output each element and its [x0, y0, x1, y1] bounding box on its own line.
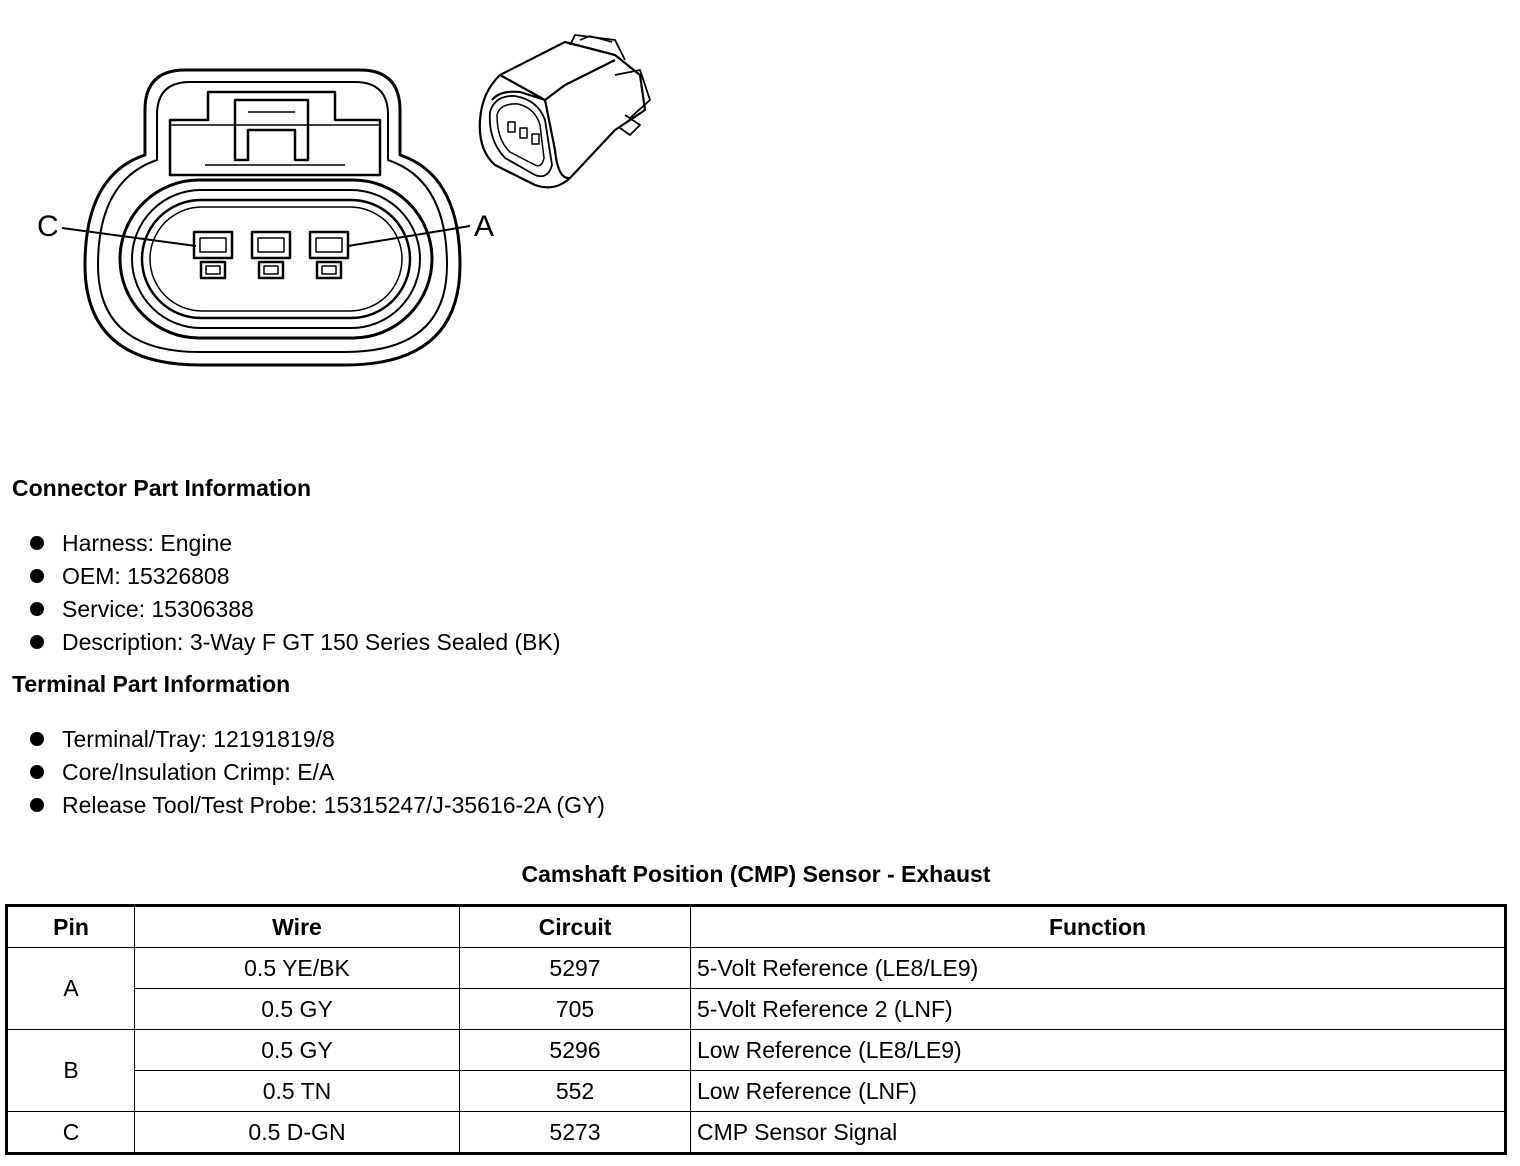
- table-row: A 0.5 YE/BK 5297 5-Volt Reference (LE8/L…: [6, 947, 1506, 1030]
- pin-label-c: C: [37, 210, 59, 243]
- latch-housing: [168, 90, 382, 177]
- connector-info-list: Harness: Engine OEM: 15326808 Service: 1…: [28, 527, 561, 659]
- function-cell: Low Reference (LNF): [690, 1070, 1506, 1112]
- function-cell: CMP Sensor Signal: [690, 1111, 1506, 1154]
- table-row: 0.5 GY 705 5-Volt Reference 2 (LNF): [7, 988, 1506, 1030]
- list-item: Service: 15306388: [28, 593, 561, 626]
- function-cell: 5-Volt Reference 2 (LNF): [690, 988, 1506, 1030]
- terminal-info-title: Terminal Part Information: [12, 671, 291, 697]
- function-cell: 5-Volt Reference (LE8/LE9): [690, 947, 1506, 989]
- wire-cell: 0.5 YE/BK: [134, 947, 460, 989]
- bullet-icon: [30, 569, 44, 583]
- table-row: B 0.5 GY 5296 Low Reference (LE8/LE9): [6, 1029, 1506, 1112]
- wire-cell: 0.5 TN: [134, 1070, 460, 1112]
- list-item: Release Tool/Test Probe: 15315247/J-3561…: [28, 789, 605, 822]
- header-wire: Wire: [134, 905, 460, 948]
- leader-line-c: [61, 227, 197, 247]
- table-title: Camshaft Position (CMP) Sensor - Exhaust: [521, 861, 991, 887]
- header-circuit: Circuit: [459, 905, 691, 948]
- header-function: Function: [690, 905, 1506, 948]
- terminal-cavity-c: [192, 230, 234, 280]
- bullet-icon: [30, 765, 44, 779]
- bullet-icon: [30, 635, 44, 649]
- circuit-cell: 552: [459, 1070, 691, 1112]
- pin-cell: C: [6, 1111, 135, 1154]
- circuit-cell: 5273: [459, 1111, 691, 1154]
- pinout-table: Pin Wire Circuit Function A 0.5 YE/BK 52…: [5, 904, 1507, 1155]
- connector-inner-outline: [97, 81, 448, 353]
- pin-cell: A: [6, 947, 135, 1030]
- wire-cell: 0.5 GY: [134, 1029, 460, 1071]
- circuit-cell: 705: [459, 988, 691, 1030]
- face-ring-mid: [131, 189, 421, 329]
- circuit-cell: 5296: [459, 1029, 691, 1071]
- terminal-cavity-b: [250, 230, 292, 280]
- terminal-info-list: Terminal/Tray: 12191819/8 Core/Insulatio…: [28, 723, 605, 822]
- face-ring-inner: [140, 198, 412, 320]
- face-ring-outer: [118, 178, 434, 340]
- bullet-icon: [30, 536, 44, 550]
- list-item: Description: 3-Way F GT 150 Series Seale…: [28, 626, 561, 659]
- connector-outer-outline: [83, 68, 462, 367]
- list-item: Harness: Engine: [28, 527, 561, 560]
- list-item: Terminal/Tray: 12191819/8: [28, 723, 605, 756]
- table-header-row: Pin Wire Circuit Function: [6, 905, 1506, 948]
- wire-cell: 0.5 GY: [134, 988, 460, 1030]
- connector-diagram: C A: [37, 34, 651, 367]
- latch-tab: [233, 98, 310, 162]
- list-item: OEM: 15326808: [28, 560, 561, 593]
- header-pin: Pin: [6, 905, 135, 948]
- pin-label-a: A: [474, 210, 494, 243]
- table-row: 0.5 TN 552 Low Reference (LNF): [7, 1070, 1506, 1112]
- circuit-cell: 5297: [459, 947, 691, 989]
- terminal-cavity-a: [308, 230, 350, 280]
- list-item: Core/Insulation Crimp: E/A: [28, 756, 605, 789]
- pin-cell: B: [6, 1029, 135, 1112]
- connector-info-title: Connector Part Information: [12, 475, 312, 501]
- wire-cell: 0.5 D-GN: [134, 1111, 460, 1154]
- bullet-icon: [30, 602, 44, 616]
- connector-perspective-icon: [478, 34, 651, 189]
- function-cell: Low Reference (LE8/LE9): [690, 1029, 1506, 1071]
- leader-line-a: [347, 225, 471, 247]
- table-row: C 0.5 D-GN 5273 CMP Sensor Signal: [6, 1111, 1506, 1154]
- bullet-icon: [30, 798, 44, 812]
- bullet-icon: [30, 732, 44, 746]
- face-ring-core: [149, 206, 403, 312]
